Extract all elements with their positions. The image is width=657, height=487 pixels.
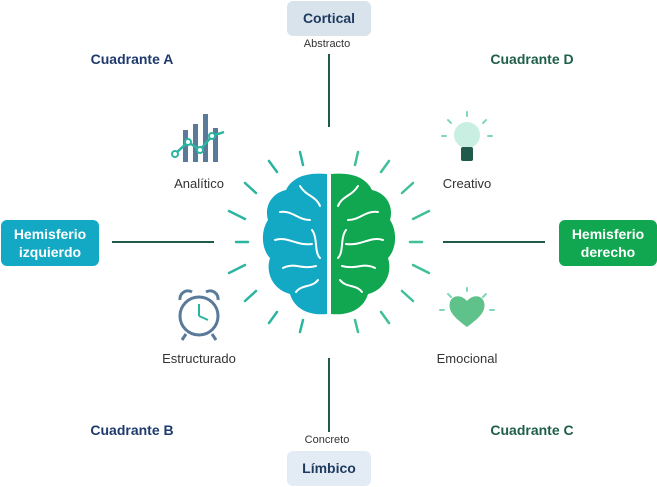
right-hemisphere-line1: Hemisferio bbox=[571, 226, 645, 242]
structured-label: Estructurado bbox=[162, 351, 236, 366]
left-hemisphere-label: Hemisferio izquierdo bbox=[1, 220, 99, 266]
brain-icon bbox=[262, 173, 396, 315]
limbic-label: Límbico bbox=[287, 451, 371, 486]
lightbulb-icon bbox=[441, 111, 493, 161]
analytical-label: Analítico bbox=[174, 176, 224, 191]
quadrant-a-label: Cuadrante A bbox=[90, 51, 174, 67]
heart-icon bbox=[439, 287, 495, 327]
chart-icon bbox=[171, 114, 225, 162]
cortical-label: Cortical bbox=[287, 1, 371, 36]
abstract-subtitle: Abstracto bbox=[303, 38, 351, 50]
ray-dashes-right bbox=[353, 150, 431, 334]
emotional-label: Emocional bbox=[436, 351, 498, 366]
left-hemisphere-line2: izquierdo bbox=[18, 244, 82, 260]
left-hemisphere-line1: Hemisferio bbox=[13, 226, 87, 242]
creative-label: Creativo bbox=[442, 176, 492, 191]
right-hemisphere-label: Hemisferio derecho bbox=[559, 220, 657, 266]
quadrant-d-label: Cuadrante D bbox=[490, 51, 574, 67]
right-hemisphere-line2: derecho bbox=[580, 244, 636, 260]
quadrant-b-label: Cuadrante B bbox=[90, 422, 174, 438]
quadrant-c-label: Cuadrante C bbox=[490, 422, 574, 438]
alarm-clock-icon bbox=[178, 289, 220, 341]
ray-dashes-left bbox=[227, 150, 305, 334]
concrete-subtitle: Concreto bbox=[304, 434, 350, 446]
